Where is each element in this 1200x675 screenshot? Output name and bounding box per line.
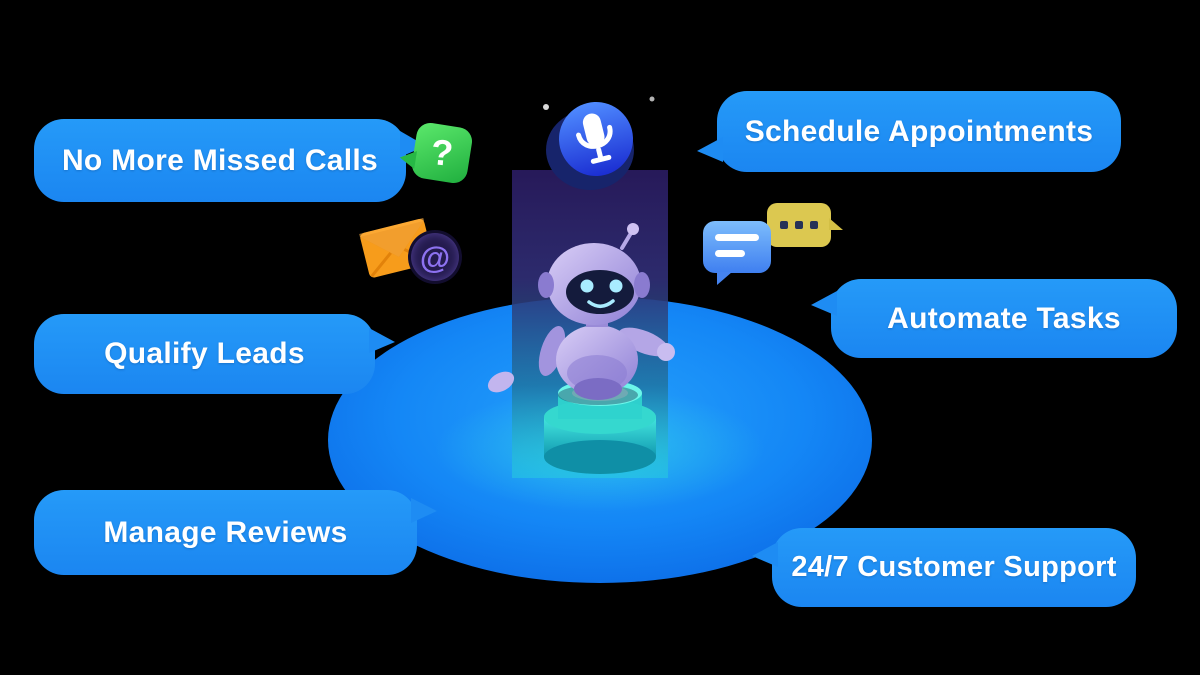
bubble-label: 24/7 Customer Support [791,551,1117,583]
robot-eye-right [609,279,623,293]
bubble-manage-reviews: Manage Reviews [34,490,437,575]
robot [487,223,675,405]
bubble-label: Qualify Leads [104,337,305,370]
bubble-customer-support: 24/7 Customer Support [752,528,1136,607]
dot [780,221,788,229]
text-line [715,250,745,257]
bubble-automate-tasks: Automate Tasks [811,279,1177,358]
dot [810,221,818,229]
text-line [715,234,759,241]
bubble-label: Schedule Appointments [744,114,1094,148]
question-glyph: ? [429,131,455,174]
robot-smile [587,299,615,308]
robot-hand [487,371,515,393]
at-glyph: @ [419,239,451,275]
bubble-schedule-appointments: Schedule Appointments [697,91,1121,172]
bubble-label: Automate Tasks [887,301,1121,335]
bubble-label: Manage Reviews [103,515,348,549]
at-symbol-icon: @ [411,233,459,281]
sparkle [543,104,549,110]
microphone-icon [559,102,633,176]
sparkle [649,96,655,102]
dot [795,221,803,229]
robot-illustration [328,96,872,583]
bubble-no-more-missed-calls: No More Missed Calls [34,119,426,202]
robot-eye-left [580,279,594,293]
bubble-qualify-leads: Qualify Leads [34,314,395,394]
chat-dots-icon [767,203,843,247]
bubble-label: No More Missed Calls [61,143,379,177]
chat-lines-icon [703,221,771,285]
question-chat-icon: ? [409,120,475,186]
